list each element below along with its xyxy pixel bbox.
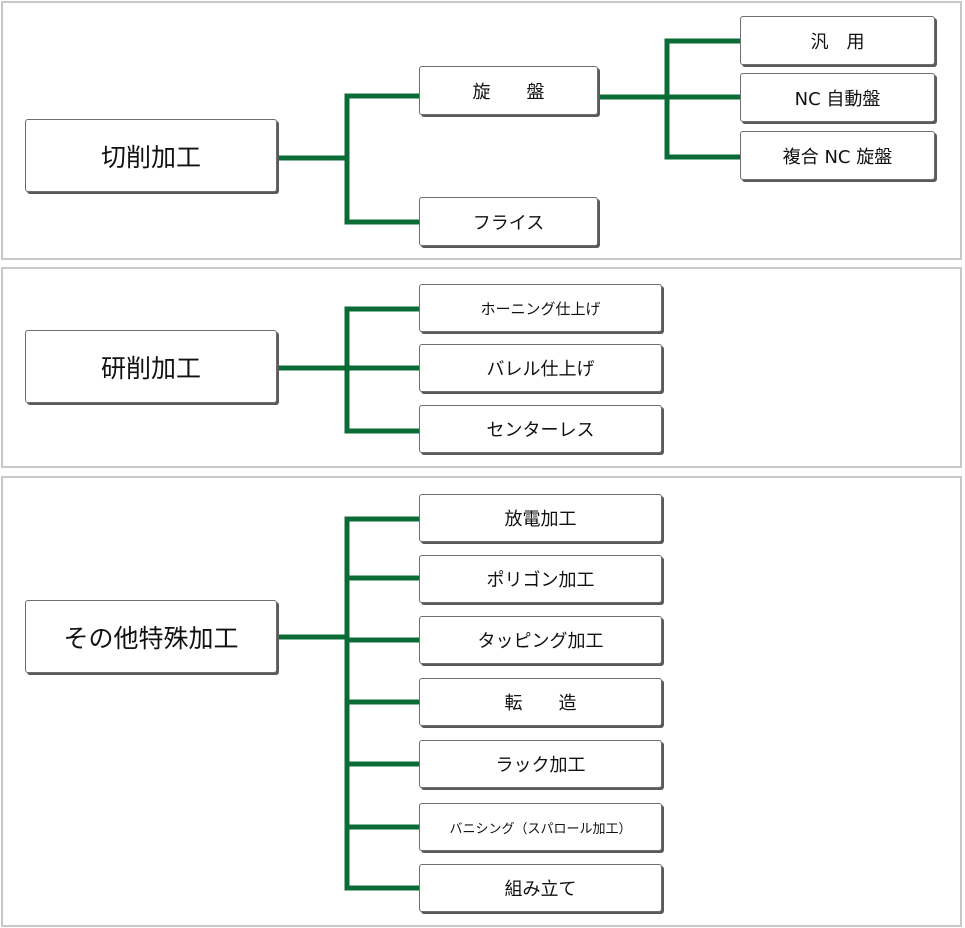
node-rolling: 転 造 [419, 678, 662, 726]
node-tapping: タッピング加工 [419, 616, 662, 664]
node-barrel-finishing: バレル仕上げ [419, 344, 662, 392]
node-lathe: 旋 盤 [419, 66, 598, 115]
root-node-cutting: 切削加工 [25, 119, 277, 192]
node-honing: ホーニング仕上げ [419, 284, 662, 332]
node-nc-automatic-lathe: NC 自動盤 [740, 73, 935, 122]
node-polygon: ポリゴン加工 [419, 555, 662, 603]
node-assembly: 組み立て [419, 864, 662, 912]
node-edm: 放電加工 [419, 494, 662, 542]
node-centerless: センターレス [419, 405, 662, 453]
root-node-grinding: 研削加工 [25, 330, 277, 403]
node-rack: ラック加工 [419, 740, 662, 788]
node-burnishing: バニシング（スパロール加工） [419, 803, 662, 851]
node-general-purpose: 汎 用 [740, 16, 935, 65]
root-node-special: その他特殊加工 [25, 600, 277, 673]
node-milling: フライス [419, 197, 598, 246]
node-multitasking-nc-lathe: 複合 NC 旋盤 [740, 131, 935, 180]
